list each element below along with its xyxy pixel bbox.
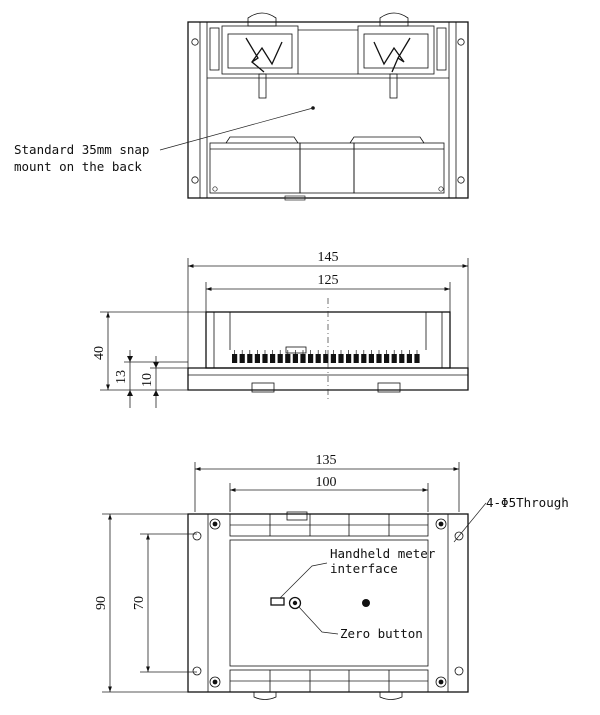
side-view-base xyxy=(187,367,469,391)
mounting-hole-br xyxy=(435,676,447,688)
top-hole-tl xyxy=(191,38,199,46)
terminal-pin xyxy=(346,354,352,363)
terminal-pin xyxy=(239,354,245,363)
snap-mount-note-line1: Standard 35mm snap xyxy=(14,142,149,157)
terminal-pin xyxy=(376,354,382,363)
dim-text-145: 145 xyxy=(318,250,339,265)
snap-mount-note-line2: mount on the back xyxy=(14,159,142,174)
top-view: Standard 35mm snap mount on the back xyxy=(14,12,469,201)
top-view-side-rails xyxy=(199,21,457,199)
terminal-pin xyxy=(323,354,329,363)
through-hole-tr xyxy=(454,531,464,541)
terminal-pin xyxy=(285,354,291,363)
dim-text-10: 10 xyxy=(140,373,155,387)
front-panel xyxy=(229,539,429,667)
terminal-pin xyxy=(292,354,298,363)
side-clip-right xyxy=(377,382,401,393)
terminal-pin xyxy=(270,354,276,363)
front-view: 135 100 xyxy=(94,453,569,700)
terminal-pin xyxy=(368,354,374,363)
handheld-leader xyxy=(279,562,328,599)
through-hole-bl xyxy=(192,666,202,676)
terminal-pin xyxy=(353,354,359,363)
mounting-hole-tr xyxy=(435,518,447,530)
din-clip-right xyxy=(357,12,447,99)
terminal-pin xyxy=(406,354,412,363)
terminal-pin xyxy=(414,354,420,363)
through-hole-br xyxy=(454,666,464,676)
dim-text-100: 100 xyxy=(316,475,337,490)
terminal-pin xyxy=(330,354,336,363)
terminal-pin xyxy=(384,354,390,363)
dim-text-135: 135 xyxy=(316,453,337,468)
front-top-connector xyxy=(286,511,308,521)
terminal-pin xyxy=(338,354,344,363)
side-clip-left xyxy=(251,382,275,393)
side-terminal-row xyxy=(232,350,420,363)
zero-button-leader xyxy=(298,606,339,635)
indicator-led xyxy=(362,599,370,607)
terminal-pin xyxy=(247,354,253,363)
top-view-inner-frame xyxy=(206,21,450,199)
terminal-pin xyxy=(232,354,238,363)
top-hole-tr xyxy=(457,38,465,46)
mounting-hole-bl xyxy=(209,676,221,688)
zero-button xyxy=(288,596,302,610)
mounting-hole-tl xyxy=(209,518,221,530)
dim-text-40: 40 xyxy=(92,346,107,360)
front-clip-left xyxy=(253,692,277,700)
top-small-hole-br xyxy=(438,186,444,192)
top-hole-br xyxy=(457,176,465,184)
terminal-pin xyxy=(399,354,405,363)
top-terminal-blocks xyxy=(209,136,445,201)
terminal-pin xyxy=(308,354,314,363)
holes-label: 4-Φ5Through xyxy=(486,495,569,510)
terminal-pin xyxy=(391,354,397,363)
terminal-dividers xyxy=(230,514,428,692)
snap-mount-leader xyxy=(159,107,314,151)
top-small-hole-bl xyxy=(212,186,218,192)
terminal-pin xyxy=(361,354,367,363)
dim-text-70: 70 xyxy=(132,596,147,610)
top-view-outer-frame xyxy=(187,21,469,199)
side-view: 145 125 40 13 xyxy=(92,250,469,408)
terminal-pin xyxy=(254,354,260,363)
zero-button-label: Zero button xyxy=(340,626,423,641)
dim-text-90: 90 xyxy=(94,596,109,610)
terminal-pin xyxy=(315,354,321,363)
through-hole-tl xyxy=(192,531,202,541)
terminal-pin xyxy=(277,354,283,363)
din-clip-left xyxy=(209,12,299,99)
dim-text-125: 125 xyxy=(318,273,339,288)
holes-leader xyxy=(453,502,487,543)
front-clip-right xyxy=(379,692,403,700)
dim-text-13: 13 xyxy=(114,370,129,384)
handheld-meter-port xyxy=(270,597,285,606)
top-hole-bl xyxy=(191,176,199,184)
terminal-pin xyxy=(300,354,306,363)
handheld-label-line1: Handheld meter xyxy=(330,546,436,561)
terminal-pin xyxy=(262,354,268,363)
handheld-label-line2: interface xyxy=(330,561,398,576)
